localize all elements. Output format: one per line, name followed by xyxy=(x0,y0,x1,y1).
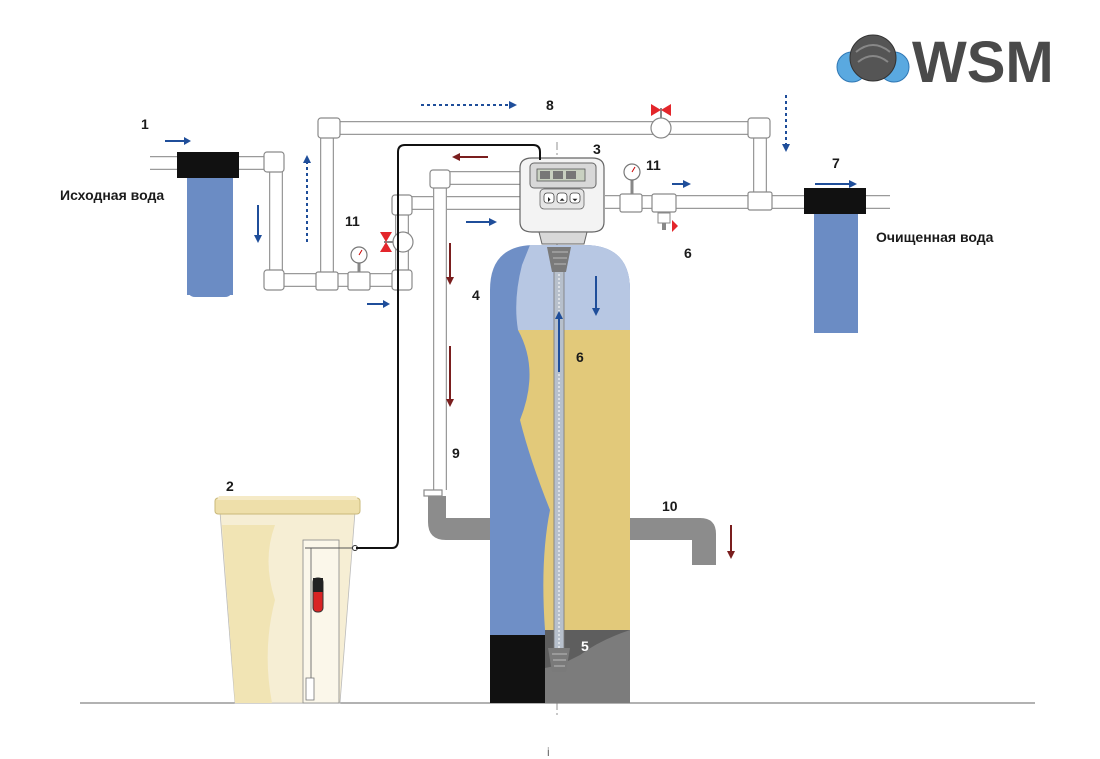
controller-button-3: ⏷ xyxy=(572,196,578,204)
label-6-tank: 6 xyxy=(576,349,584,365)
label-3: 3 xyxy=(593,141,601,157)
controller-button-1: ⏵ xyxy=(547,196,551,204)
brine-line xyxy=(356,144,541,549)
label-5: 5 xyxy=(581,638,589,654)
controller-button-2: ⏶ xyxy=(559,196,565,204)
label-1: 1 xyxy=(141,116,149,132)
sampling-valve xyxy=(657,212,678,232)
softener-tank xyxy=(490,245,630,703)
wsm-logo: WSM xyxy=(836,30,1054,95)
postfilter xyxy=(804,188,866,333)
logo-text: WSM xyxy=(912,30,1054,95)
label-7: 7 xyxy=(832,155,840,171)
pressure-gauge-right xyxy=(623,163,641,194)
label-8: 8 xyxy=(546,97,554,113)
bypass-valve xyxy=(650,104,672,139)
label-source-water: Исходная вода xyxy=(60,187,164,203)
flow-arrows xyxy=(165,95,857,559)
label-11-right: 11 xyxy=(646,157,661,173)
label-purified-water: Очищенная вода xyxy=(876,229,994,245)
control-valve xyxy=(519,157,605,245)
label-9: 9 xyxy=(452,445,460,461)
footer-mark: i xyxy=(547,745,550,759)
label-6-valve: 6 xyxy=(684,245,692,261)
prefilter xyxy=(177,152,239,297)
label-2: 2 xyxy=(226,478,234,494)
pressure-gauge-left xyxy=(350,246,368,272)
inlet-valve xyxy=(380,231,414,253)
drain-pipes xyxy=(428,496,716,565)
label-11-left: 11 xyxy=(345,213,360,229)
piping xyxy=(150,117,890,497)
label-10: 10 xyxy=(662,498,678,514)
brine-tank xyxy=(214,496,361,704)
label-4: 4 xyxy=(472,287,480,303)
